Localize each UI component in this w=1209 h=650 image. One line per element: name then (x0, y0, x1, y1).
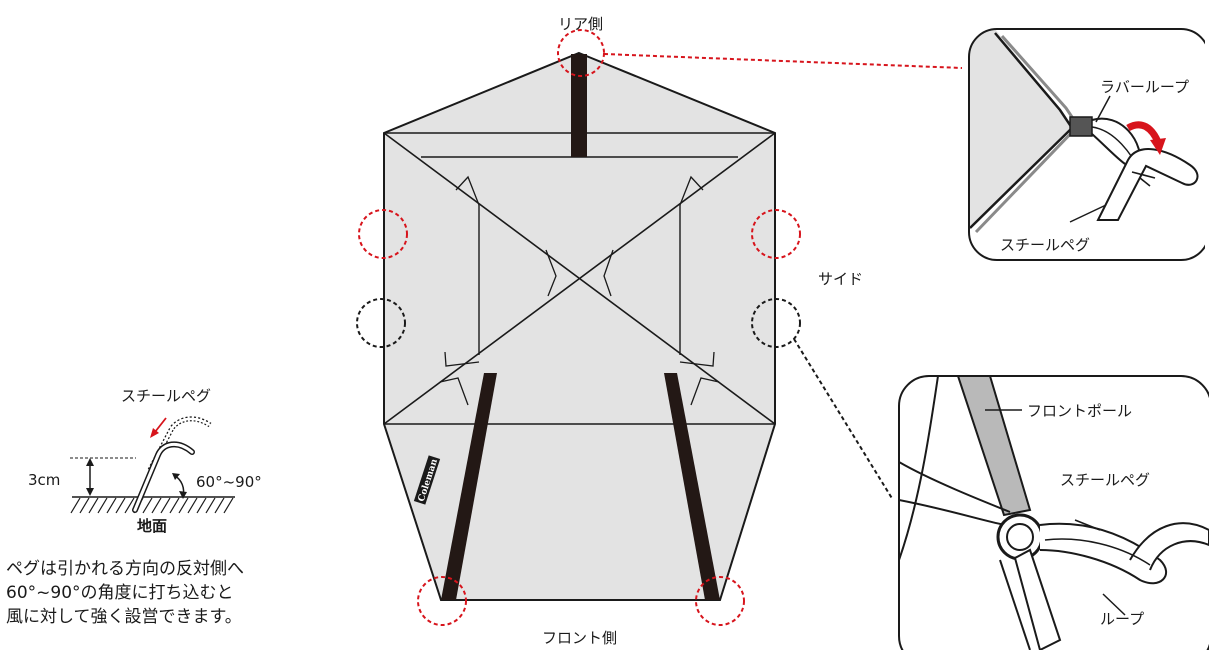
front-left-peg-marker (417, 576, 467, 626)
left-side-peg-marker-black (356, 298, 406, 348)
front-pole-callout-frame (898, 375, 1209, 650)
front-pole-label: フロントポール (1027, 402, 1133, 420)
side-label: サイド (818, 270, 864, 288)
leader-side (793, 338, 894, 501)
left-side-peg-marker-red (358, 209, 408, 259)
angle-label: 60°~90° (196, 473, 262, 491)
depth-label: 3cm (28, 471, 61, 489)
peg-instruction-note: ペグは引かれる方向の反対側へ 60°~90°の角度に打ち込むと 風に対して強く設… (6, 557, 306, 629)
front-right-strap (664, 373, 720, 600)
rear-strap (571, 54, 587, 157)
front-side-label: フロント側 (542, 629, 618, 647)
right-side-peg-marker-red (751, 209, 801, 259)
peg-markers (356, 29, 801, 626)
steel-peg-label-bottom: スチールペグ (1060, 471, 1151, 489)
note-line-2: 60°~90°の角度に打ち込むと (6, 583, 234, 603)
rubber-loop-callout-frame (968, 28, 1209, 261)
steel-peg-icon (132, 441, 195, 513)
steel-peg-label-top: スチールペグ (1000, 236, 1091, 254)
tent-floor-plan: Coleman (383, 51, 776, 601)
rubber-loop-label: ラバーループ (1100, 78, 1189, 96)
front-left-strap (441, 373, 497, 600)
front-pole-detail (898, 375, 1209, 650)
drive-direction-arrow (154, 417, 167, 433)
right-side-peg-marker-black (751, 298, 801, 348)
rotation-arrow (1126, 121, 1162, 144)
ground-label: 地面 (135, 515, 170, 536)
rear-side-label: リア側 (558, 15, 604, 33)
rubber-loop-detail (968, 20, 1209, 270)
tent-outline (383, 51, 776, 601)
front-right-peg-marker (695, 576, 745, 626)
note-line-3: 風に対して強く設営できます。 (6, 607, 242, 627)
loop-label: ループ (1100, 610, 1145, 628)
peg-diagram-title: スチールペグ (121, 387, 212, 405)
rear-peg-marker (557, 29, 605, 77)
peg-angle-diagram (70, 416, 235, 514)
leader-rear (603, 53, 963, 69)
note-line-1: ペグは引かれる方向の反対側へ (6, 559, 244, 579)
